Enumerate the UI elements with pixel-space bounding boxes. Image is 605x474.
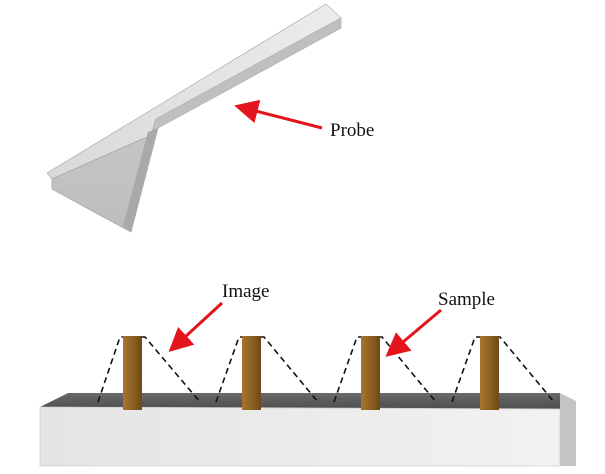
substrate-side xyxy=(560,393,576,466)
sample-pillar-1 xyxy=(123,336,142,410)
sample-pillar-4 xyxy=(480,336,499,410)
image-arrow xyxy=(168,301,224,353)
probe-tip-side xyxy=(123,128,158,232)
sample-pillars xyxy=(123,336,499,410)
image-trace-peak-1 xyxy=(97,336,201,403)
image-trace-peak-3 xyxy=(333,336,437,403)
image-trace-peak-2 xyxy=(215,336,319,403)
probe-beam-edge xyxy=(156,18,341,128)
probe-top-face xyxy=(46,3,342,180)
sample-label: Sample xyxy=(438,289,495,310)
substrate xyxy=(39,393,576,467)
probe-arrow xyxy=(234,99,323,130)
sample-pillar-2 xyxy=(242,336,261,410)
substrate-top xyxy=(40,393,560,409)
substrate-front xyxy=(39,406,561,467)
image-trace-peak-4 xyxy=(451,336,555,403)
probe-label: Probe xyxy=(330,120,374,141)
sample-arrow xyxy=(385,308,442,357)
probe-cantilever xyxy=(46,3,342,233)
image-label: Image xyxy=(222,281,269,302)
sample-pillar-3 xyxy=(361,336,380,410)
